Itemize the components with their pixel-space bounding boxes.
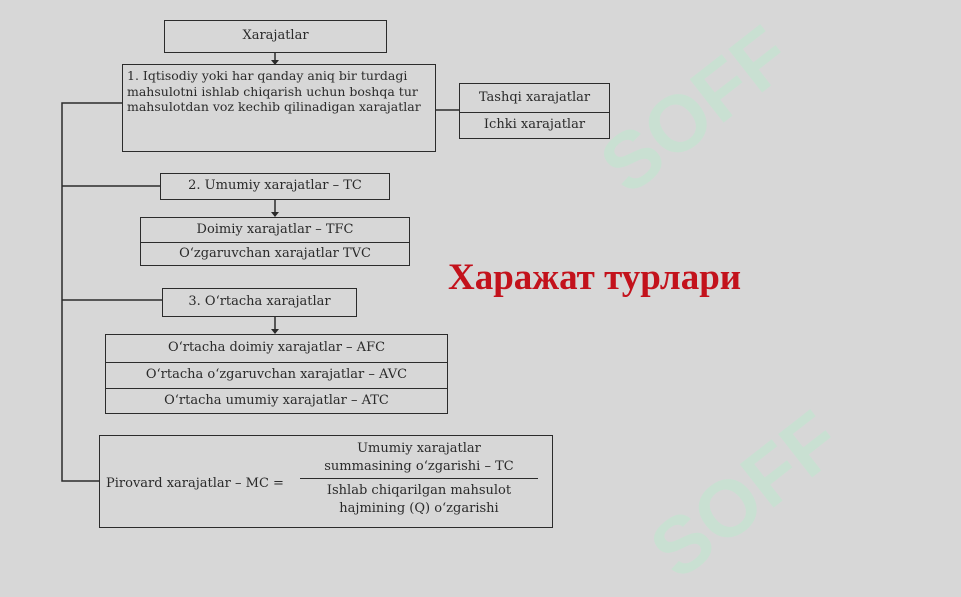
total-costs-box: 2. Umumiy xarajatlar – TC (160, 173, 390, 200)
fraction-numerator: Umumiy xarajatlar summasining o‘zgarishi… (300, 440, 538, 475)
opportunity-box: 1. Iqtisodiy yoki har qanday aniq bir tu… (122, 64, 436, 152)
denominator-line-2: hajmining (Q) o‘zgarishi (339, 500, 499, 516)
total-costs-sub-box: Doimiy xarajatlar – TFC O‘zgaruvchan xar… (140, 217, 410, 266)
slide-title: Харажат турлари (448, 257, 742, 298)
afc-label: O‘rtacha doimiy xarajatlar – AFC (167, 340, 386, 356)
average-costs-label: 3. O‘rtacha xarajatlar (188, 294, 331, 310)
afc-row: O‘rtacha doimiy xarajatlar – AFC (106, 335, 447, 362)
arrowhead-icon (271, 329, 279, 334)
average-costs-box: 3. O‘rtacha xarajatlar (162, 288, 357, 317)
marginal-costs-box: Pirovard xarajatlar – MC = Umumiy xaraja… (99, 435, 553, 528)
slide: SOFF SOFF Xarajatlar 1. Iqtisodiy yoki h… (61, 9, 857, 595)
arrowhead-icon (271, 60, 279, 65)
fraction-bar (300, 478, 538, 480)
denominator-line-1: Ishlab chiqarilgan mahsulot (326, 483, 512, 499)
internal-costs-row: Ichki xarajatlar (460, 112, 609, 138)
fixed-costs-row: Doimiy xarajatlar – TFC (141, 218, 409, 242)
numerator-line-2: summasining o‘zgarishi – TC (324, 458, 514, 474)
total-costs-label: 2. Umumiy xarajatlar – TC (188, 178, 362, 194)
marginal-lhs: Pirovard xarajatlar – MC = (106, 476, 284, 491)
average-costs-sub-box: O‘rtacha doimiy xarajatlar – AFC O‘rtach… (105, 334, 448, 414)
numerator-line-1: Umumiy xarajatlar (357, 441, 481, 456)
opportunity-line-2: mahsulotni ishlab chiqarish uchun boshqa… (127, 83, 418, 99)
avc-row: O‘rtacha o‘zgaruvchan xarajatlar – AVC (106, 362, 447, 388)
root-box: Xarajatlar (164, 20, 387, 53)
external-costs-label: Tashqi xarajatlar (478, 89, 591, 105)
fixed-costs-label: Doimiy xarajatlar – TFC (196, 221, 354, 237)
atc-row: O‘rtacha umumiy xarajatlar – ATC (106, 388, 447, 413)
marginal-fraction: Umumiy xarajatlar summasining o‘zgarishi… (300, 440, 538, 517)
fraction-denominator: Ishlab chiqarilgan mahsulot hajmining (Q… (300, 482, 538, 517)
root-label: Xarajatlar (242, 28, 309, 44)
internal-costs-label: Ichki xarajatlar (483, 117, 586, 133)
variable-costs-row: O‘zgaruvchan xarajatlar TVC (141, 242, 409, 265)
external-costs-row: Tashqi xarajatlar (460, 84, 609, 112)
spine-line (61, 102, 123, 482)
opportunity-sub-box: Tashqi xarajatlar Ichki xarajatlar (459, 83, 610, 139)
connector-lines (61, 52, 460, 482)
atc-label: O‘rtacha umumiy xarajatlar – ATC (164, 392, 389, 408)
variable-costs-label: O‘zgaruvchan xarajatlar TVC (179, 245, 371, 261)
opportunity-line-3: mahsulotdan voz kechib qilinadigan xaraj… (127, 99, 421, 115)
avc-label: O‘rtacha o‘zgaruvchan xarajatlar – AVC (145, 367, 408, 383)
arrowhead-icon (271, 212, 279, 217)
opportunity-line-1: 1. Iqtisodiy yoki har qanday aniq bir tu… (127, 68, 408, 83)
